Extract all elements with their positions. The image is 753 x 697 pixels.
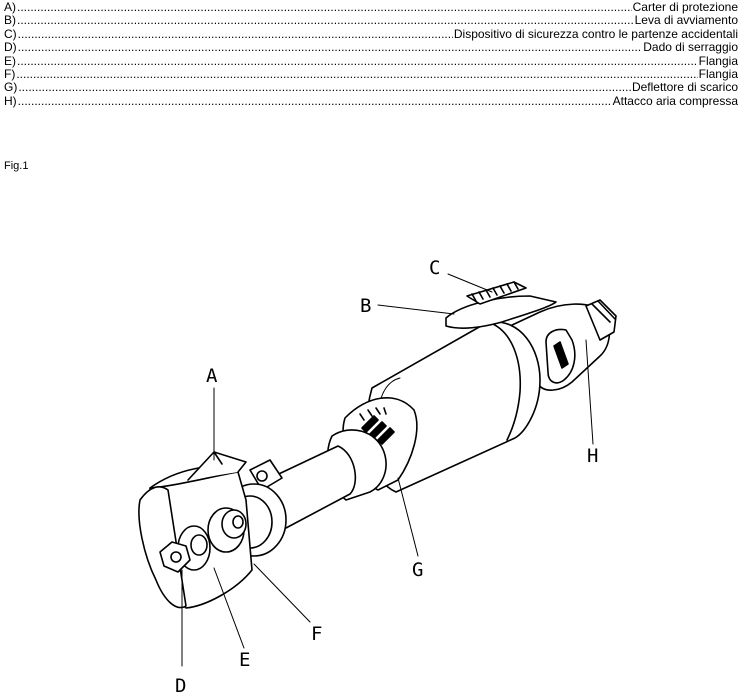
legend-row-b: B) Leva di avviamento <box>4 14 738 27</box>
legend-letter: F) <box>4 68 16 82</box>
legend-description: Carter di protezione <box>632 1 738 14</box>
figure-label: Fig.1 <box>4 160 29 172</box>
legend-row-c: C) Dispositivo di sicurezza contro le pa… <box>4 28 738 41</box>
legend-letter: D) <box>4 41 17 55</box>
guard-clamp <box>249 459 283 491</box>
legend-row-g: G) Deflettore di scarico <box>4 81 738 94</box>
motor-body-ring <box>487 321 522 441</box>
legend-row-d: D) Dado di serraggio <box>4 41 738 54</box>
legend-description: Dado di serraggio <box>643 41 738 55</box>
legend-letter: C) <box>4 27 17 41</box>
callout-c: C <box>429 257 440 279</box>
callout-b: B <box>360 295 371 317</box>
legend-description: Attacco aria compressa <box>612 94 738 108</box>
legend-row-e: E) Flangia <box>4 55 738 68</box>
legend-description: Flangia <box>698 54 738 68</box>
legend-description: Deflettore di scarico <box>631 81 738 95</box>
air-inlet-fitting <box>585 299 617 341</box>
clamping-nut <box>159 541 191 573</box>
legend-row-f: F) Flangia <box>4 68 738 81</box>
parts-legend: A) Carter di protezione B) Leva di avvia… <box>4 1 738 108</box>
legend-description: Flangia <box>698 68 738 82</box>
safety-catch <box>466 281 527 305</box>
leader-lines <box>181 273 594 667</box>
legend-letter: H) <box>4 94 17 108</box>
legend-description: Leva di avviamento <box>634 14 738 28</box>
flange-f <box>207 507 247 553</box>
callout-d: D <box>175 675 186 697</box>
callout-g: G <box>412 559 423 581</box>
callout-h: H <box>587 445 598 467</box>
callout-a: A <box>206 365 218 387</box>
legend-description: Dispositivo di sicurezza contro le parte… <box>453 27 738 41</box>
legend-letter: B) <box>4 14 16 28</box>
legend-row-h: H) Attacco aria compressa <box>4 95 738 108</box>
legend-letter: E) <box>4 54 16 68</box>
legend-row-a: A) Carter di protezione <box>4 1 738 14</box>
legend-letter: A) <box>4 1 16 14</box>
callout-e: E <box>239 649 250 671</box>
callout-f: F <box>311 623 322 645</box>
legend-letter: G) <box>4 81 18 95</box>
